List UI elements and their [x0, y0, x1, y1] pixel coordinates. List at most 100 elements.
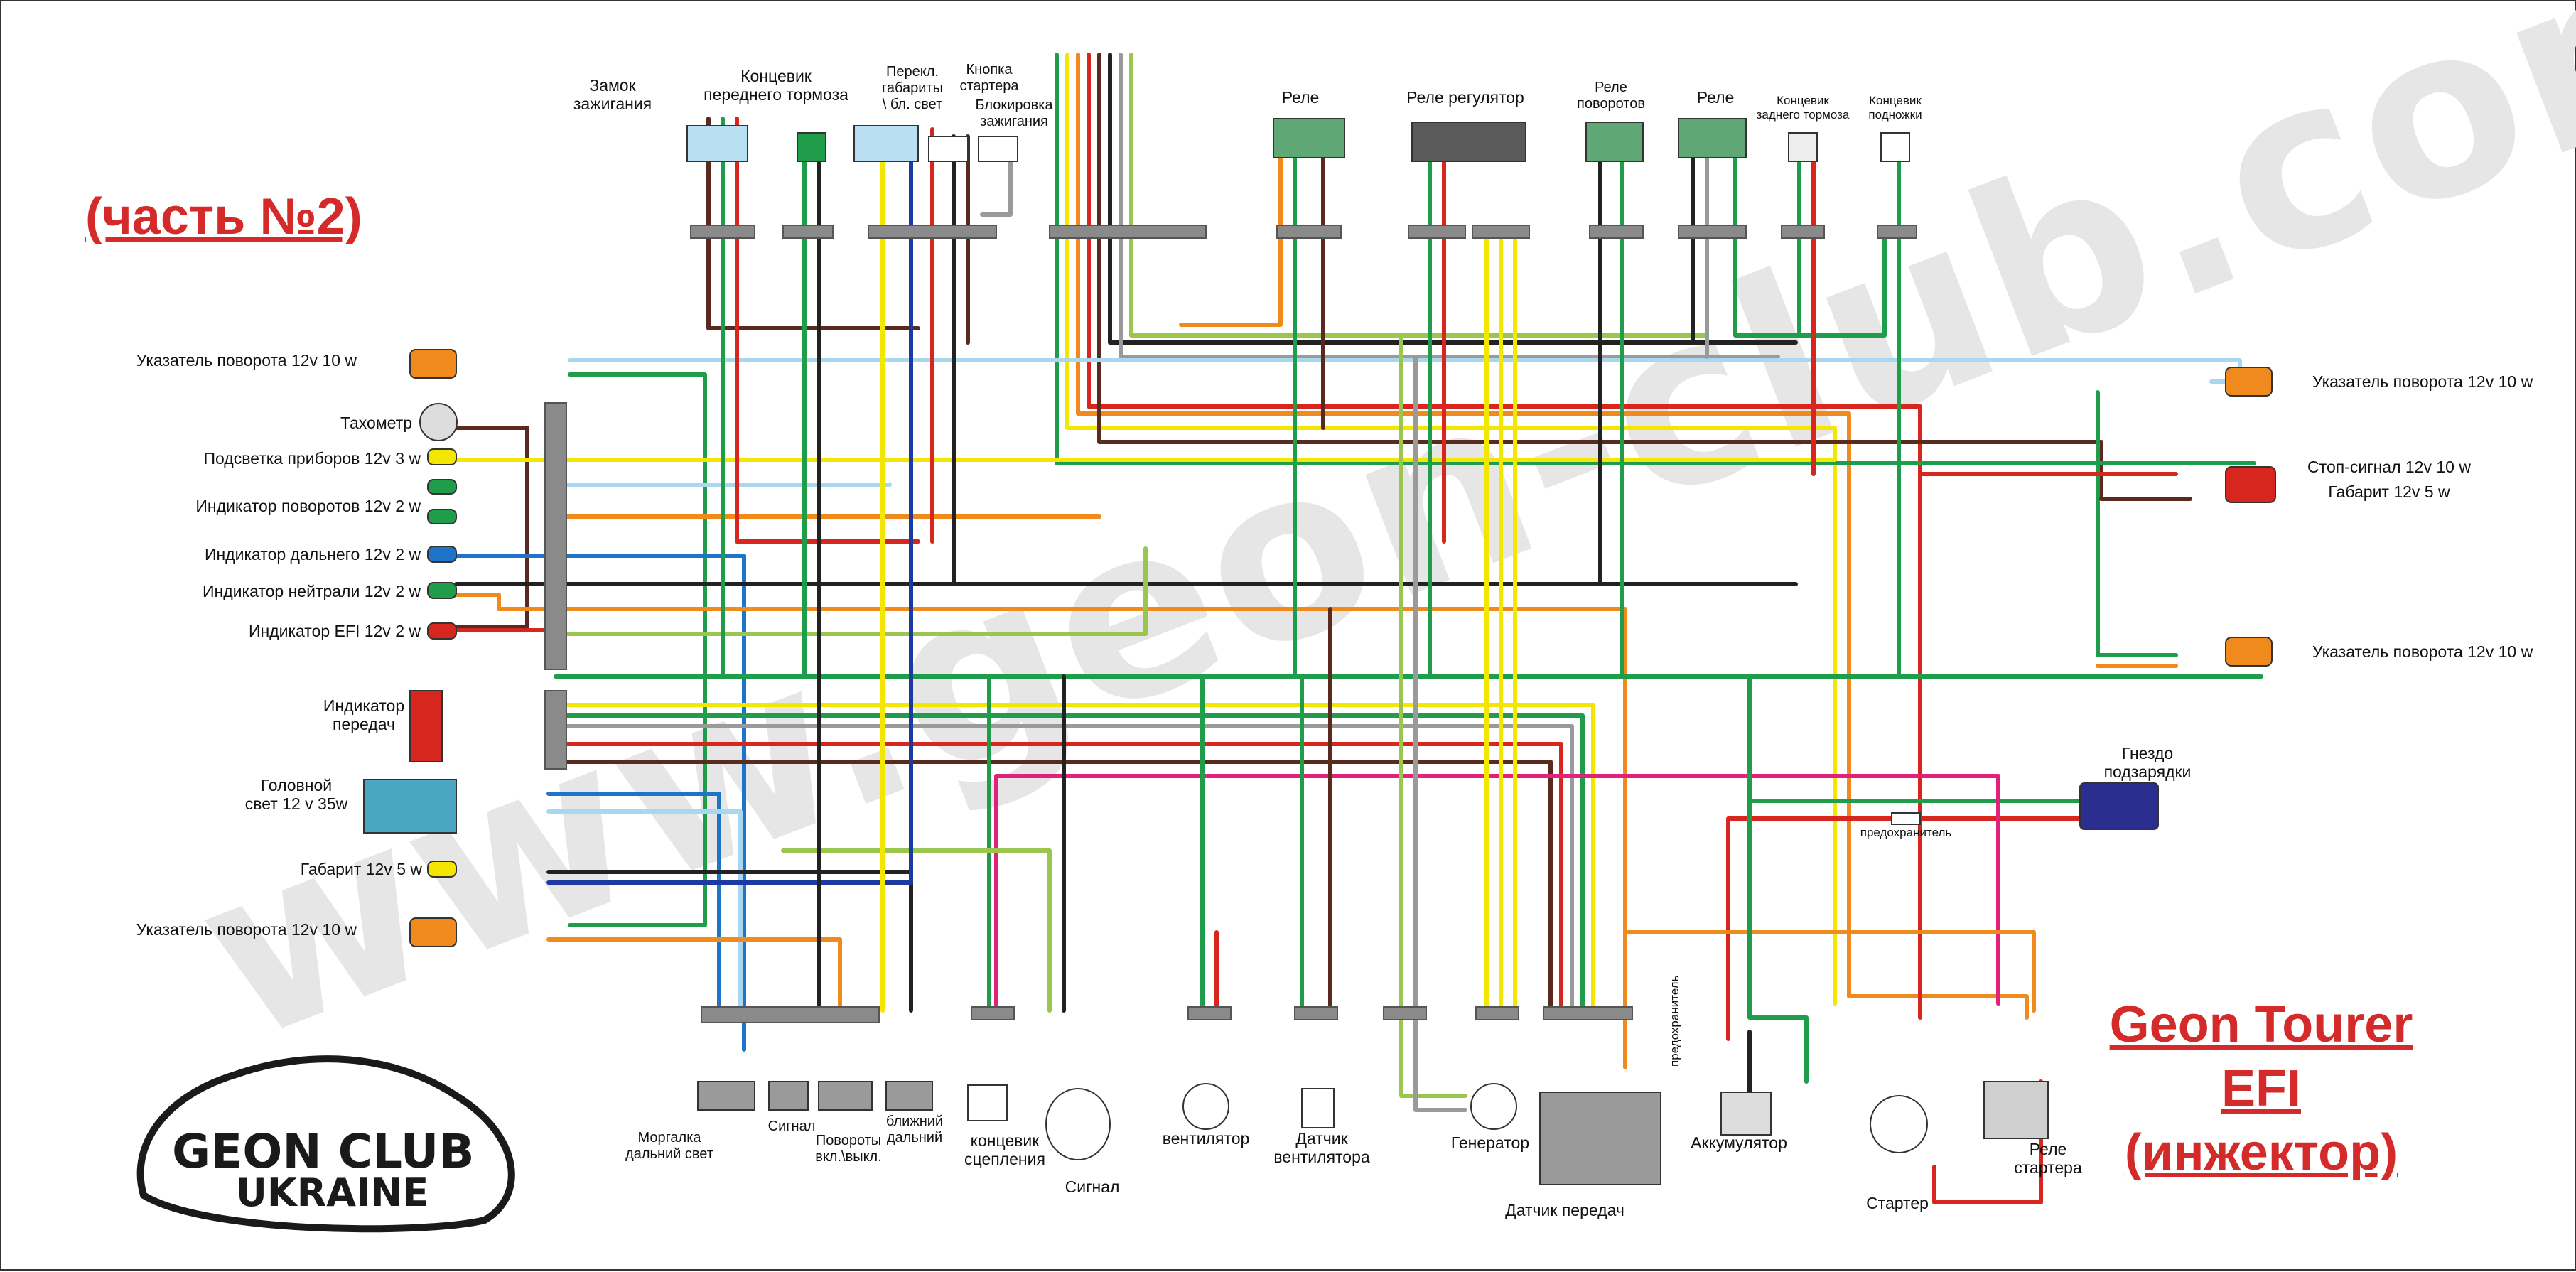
wire-lock-gray	[980, 141, 1013, 217]
label-high-beam-indicator: Индикатор дальнего 12v 2 w	[204, 545, 421, 564]
connector-turnrelay	[1589, 225, 1644, 239]
label-fuse-2: предохранитель	[1668, 975, 1682, 1067]
wire-orange-trunk	[1076, 53, 2029, 1020]
kickstand-switch-body	[1880, 132, 1910, 162]
connector-generator-b	[1475, 1006, 1519, 1020]
generator-body	[1470, 1083, 1517, 1130]
wire-green-gear	[554, 713, 1585, 1013]
wire-orange-turn-rear	[546, 937, 842, 1013]
dash-backlight-body	[427, 448, 457, 465]
connector-dash	[544, 402, 567, 670]
wire-lightgreen-horn	[781, 848, 1052, 1013]
gear-indicator-body	[409, 690, 443, 762]
wire-gray-gear	[554, 724, 1574, 1013]
label-efi-indicator: Индикатор EFI 12v 2 w	[248, 622, 421, 640]
logo-outline	[136, 1055, 515, 1233]
connector-light	[868, 225, 997, 239]
label-regulator-relay: Реле регулятор	[1406, 88, 1524, 107]
wire-red-trunk	[1087, 53, 1922, 1020]
turn-indicator-body-2	[427, 509, 457, 524]
label-relay-2: Реле	[1696, 88, 1735, 107]
wire-lightgreen-generator	[1399, 333, 1467, 1098]
label-turn-signal-front-right: Указатель поворота 12v 10 w	[2312, 372, 2533, 391]
connector-rearbrake	[1781, 225, 1825, 239]
wire-yellow-trunk	[1065, 53, 1837, 1006]
wire-green-battery	[1747, 674, 1809, 1084]
connector-gear	[544, 690, 567, 770]
logo-line1: GEON CLUB	[172, 1124, 475, 1179]
starter-button-body	[928, 136, 969, 162]
headlight-body	[363, 779, 457, 834]
label-tachometer: Тахометр	[340, 414, 412, 432]
regulator-relay-body	[1411, 122, 1526, 162]
wire-brown-trunk	[1097, 53, 2192, 501]
turn-indicator-body-1	[427, 479, 457, 495]
starter-relay-body	[1983, 1081, 2049, 1139]
logo-line2: UKRAINE	[236, 1170, 429, 1215]
wire-green-right-turn	[2096, 390, 2178, 657]
parking-light-body	[427, 861, 457, 878]
front-brake-switch-body	[797, 132, 826, 162]
label-turn-signal-rear-left: Указатель поворота 12v 10 w	[136, 920, 357, 939]
light-switch-body	[853, 125, 919, 162]
connector-gearsensor	[1543, 1006, 1633, 1020]
turn-switch-body	[818, 1081, 873, 1111]
label-turn-signal-front-left: Указатель поворота 12v 10 w	[136, 351, 357, 370]
label-tail-light: Габарит 12v 5 w	[2328, 483, 2450, 501]
label-starter: Стартер	[1866, 1194, 1929, 1212]
connector-relay2	[1678, 225, 1747, 239]
label-neutral-indicator: Индикатор нейтрали 12v 2 w	[203, 582, 421, 600]
connector-frontbrake	[782, 225, 834, 239]
geon-club-logo: GEON CLUB UKRAINE	[122, 1018, 541, 1238]
wire-lightgreen-efi	[554, 546, 1148, 636]
turn-relay-body	[1585, 122, 1644, 162]
fan-body	[1182, 1083, 1229, 1130]
model-title: Geon Tourer EFI (инжектор)	[2105, 993, 2418, 1185]
rear-brake-switch-body	[1788, 132, 1818, 162]
wire-ignition-red	[735, 117, 920, 544]
starter-body	[1870, 1095, 1928, 1153]
wire-orange-starter	[1623, 930, 2036, 1013]
connector-ignition	[690, 225, 755, 239]
label-fuse-1: предохранитель	[1860, 826, 1952, 839]
connector-fansensor	[1294, 1006, 1338, 1020]
label-gear-sensor: Датчик передач	[1505, 1201, 1624, 1219]
wire-green-turn	[568, 372, 707, 927]
wire-ignition-brown	[706, 117, 920, 330]
gear-sensor-body	[1539, 1092, 1661, 1185]
high-beam-indicator-body	[427, 546, 457, 563]
label-battery: Аккумулятор	[1691, 1133, 1787, 1152]
charging-socket-body	[2079, 782, 2159, 830]
brake-light-body	[2225, 466, 2276, 503]
efi-indicator-body	[427, 622, 457, 640]
label-brake-light: Стоп-сигнал 12v 10 w	[2307, 458, 2471, 476]
wire-red-charge	[1726, 816, 2128, 1041]
wire-relay1-orange	[1179, 149, 1283, 327]
connector-bottom-switch	[701, 1006, 880, 1023]
label-light-switch: Перекл.габариты\ бл. свет	[882, 64, 943, 112]
fuse-1-body	[1891, 812, 1921, 825]
ignition-lock-body	[978, 136, 1018, 162]
wire-brown-gear	[554, 760, 1553, 1013]
connector-main	[1049, 225, 1207, 239]
wire-red-gear	[554, 742, 1563, 1013]
hazard-switch-body	[697, 1081, 755, 1111]
horn-body	[1045, 1088, 1111, 1160]
wire-gray-generator	[1413, 355, 1467, 1112]
turn-signal-rear-right-body	[2225, 637, 2273, 667]
wire-orange-neutral	[454, 593, 1627, 1069]
label-generator: Генератор	[1450, 1133, 1530, 1152]
wire-lightblue-headlight	[546, 809, 743, 1013]
